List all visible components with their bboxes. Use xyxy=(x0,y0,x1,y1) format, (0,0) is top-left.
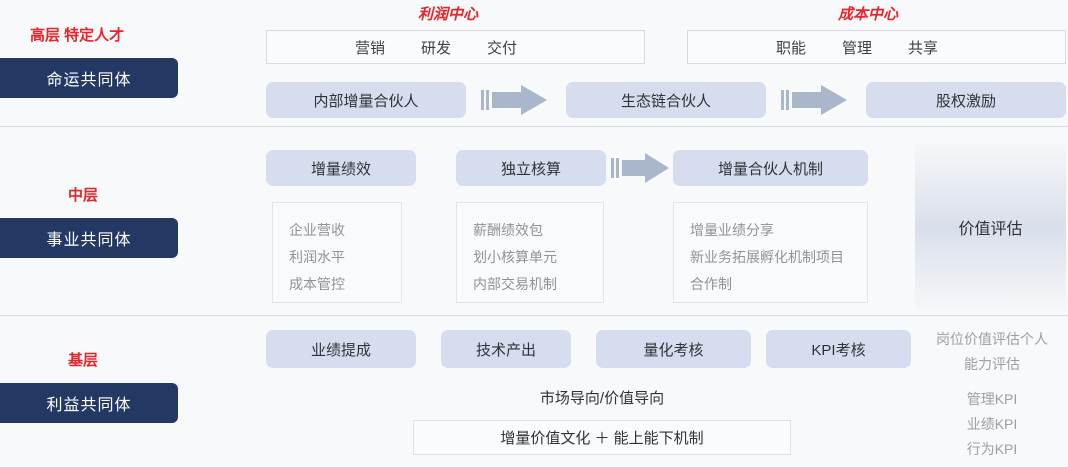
row-divider-top xyxy=(0,126,1068,127)
detail-line: 增量业绩分享 xyxy=(690,222,774,238)
note-performance-kpi: 业绩KPI xyxy=(966,416,1018,432)
pill-quantitative-assessment[interactable]: 量化考核 xyxy=(596,330,751,368)
detail-line: 利润水平 xyxy=(289,249,345,265)
note-position-value-assessment: 岗位价值评估个人能力评估 xyxy=(936,331,1048,372)
arrow-right-1 xyxy=(481,85,549,115)
head-cell-management[interactable]: 管理 xyxy=(842,39,873,57)
head-cell-rnd[interactable]: 研发 xyxy=(421,39,452,57)
tier-badge-middle[interactable]: 事业共同体 xyxy=(0,218,178,258)
foot-box-culture-mechanism: 增量价值文化 ＋ 能上能下机制 xyxy=(413,420,791,455)
pill-equity-incentive[interactable]: 股权激励 xyxy=(866,82,1066,118)
detail-line: 成本管控 xyxy=(289,276,345,292)
detail-box-partner: 增量业绩分享 新业务拓展孵化机制项目 合作制 xyxy=(673,202,868,303)
row-divider-bottom xyxy=(0,315,1068,316)
pill-incremental-partner-mechanism[interactable]: 增量合伙人机制 xyxy=(673,150,868,186)
center-title-cost: 成本中心 xyxy=(837,6,898,23)
detail-line: 新业务拓展孵化机制项目 xyxy=(690,249,844,265)
tier-label-high: 高层 特定人才 xyxy=(30,27,125,44)
arrow-right-3 xyxy=(611,153,671,183)
head-box-cost: 职能 管理 共享 xyxy=(687,30,1066,64)
head-box-profit: 营销 研发 交付 xyxy=(266,30,645,64)
pill-performance-commission[interactable]: 业绩提成 xyxy=(266,330,416,368)
detail-box-performance: 企业营收 利润水平 成本管控 xyxy=(272,202,402,303)
pill-kpi-assessment[interactable]: KPI考核 xyxy=(766,330,911,368)
head-cell-function[interactable]: 职能 xyxy=(776,39,807,57)
note-management-kpi: 管理KPI xyxy=(966,391,1018,407)
tier-label-base: 基层 xyxy=(68,352,99,369)
detail-line: 薪酬绩效包 xyxy=(473,222,543,238)
detail-line: 合作制 xyxy=(690,276,732,292)
center-title-profit: 利润中心 xyxy=(417,6,478,23)
tier-badge-high[interactable]: 命运共同体 xyxy=(0,58,178,98)
detail-line: 企业营收 xyxy=(289,222,345,238)
pill-ecosystem-partner[interactable]: 生态链合伙人 xyxy=(566,82,766,118)
arrow-right-2 xyxy=(781,85,849,115)
tier-label-middle: 中层 xyxy=(68,187,99,204)
detail-line: 内部交易机制 xyxy=(473,276,557,292)
value-assessment-panel[interactable]: 价值评估 xyxy=(915,144,1066,310)
note-behavior-kpi: 行为KPI xyxy=(966,441,1018,457)
pill-incremental-performance[interactable]: 增量绩效 xyxy=(266,150,416,186)
pill-independent-accounting[interactable]: 独立核算 xyxy=(456,150,606,186)
pill-internal-partner[interactable]: 内部增量合伙人 xyxy=(266,82,466,118)
tier-badge-base[interactable]: 利益共同体 xyxy=(0,383,178,423)
market-value-orientation-caption: 市场导向/价值导向 xyxy=(539,390,665,407)
pill-technical-output[interactable]: 技术产出 xyxy=(441,330,571,368)
head-cell-shared[interactable]: 共享 xyxy=(908,39,939,57)
detail-line: 划小核算单元 xyxy=(473,249,557,265)
head-cell-delivery[interactable]: 交付 xyxy=(487,39,518,57)
detail-box-accounting: 薪酬绩效包 划小核算单元 内部交易机制 xyxy=(456,202,604,303)
head-cell-marketing[interactable]: 营销 xyxy=(355,39,386,57)
